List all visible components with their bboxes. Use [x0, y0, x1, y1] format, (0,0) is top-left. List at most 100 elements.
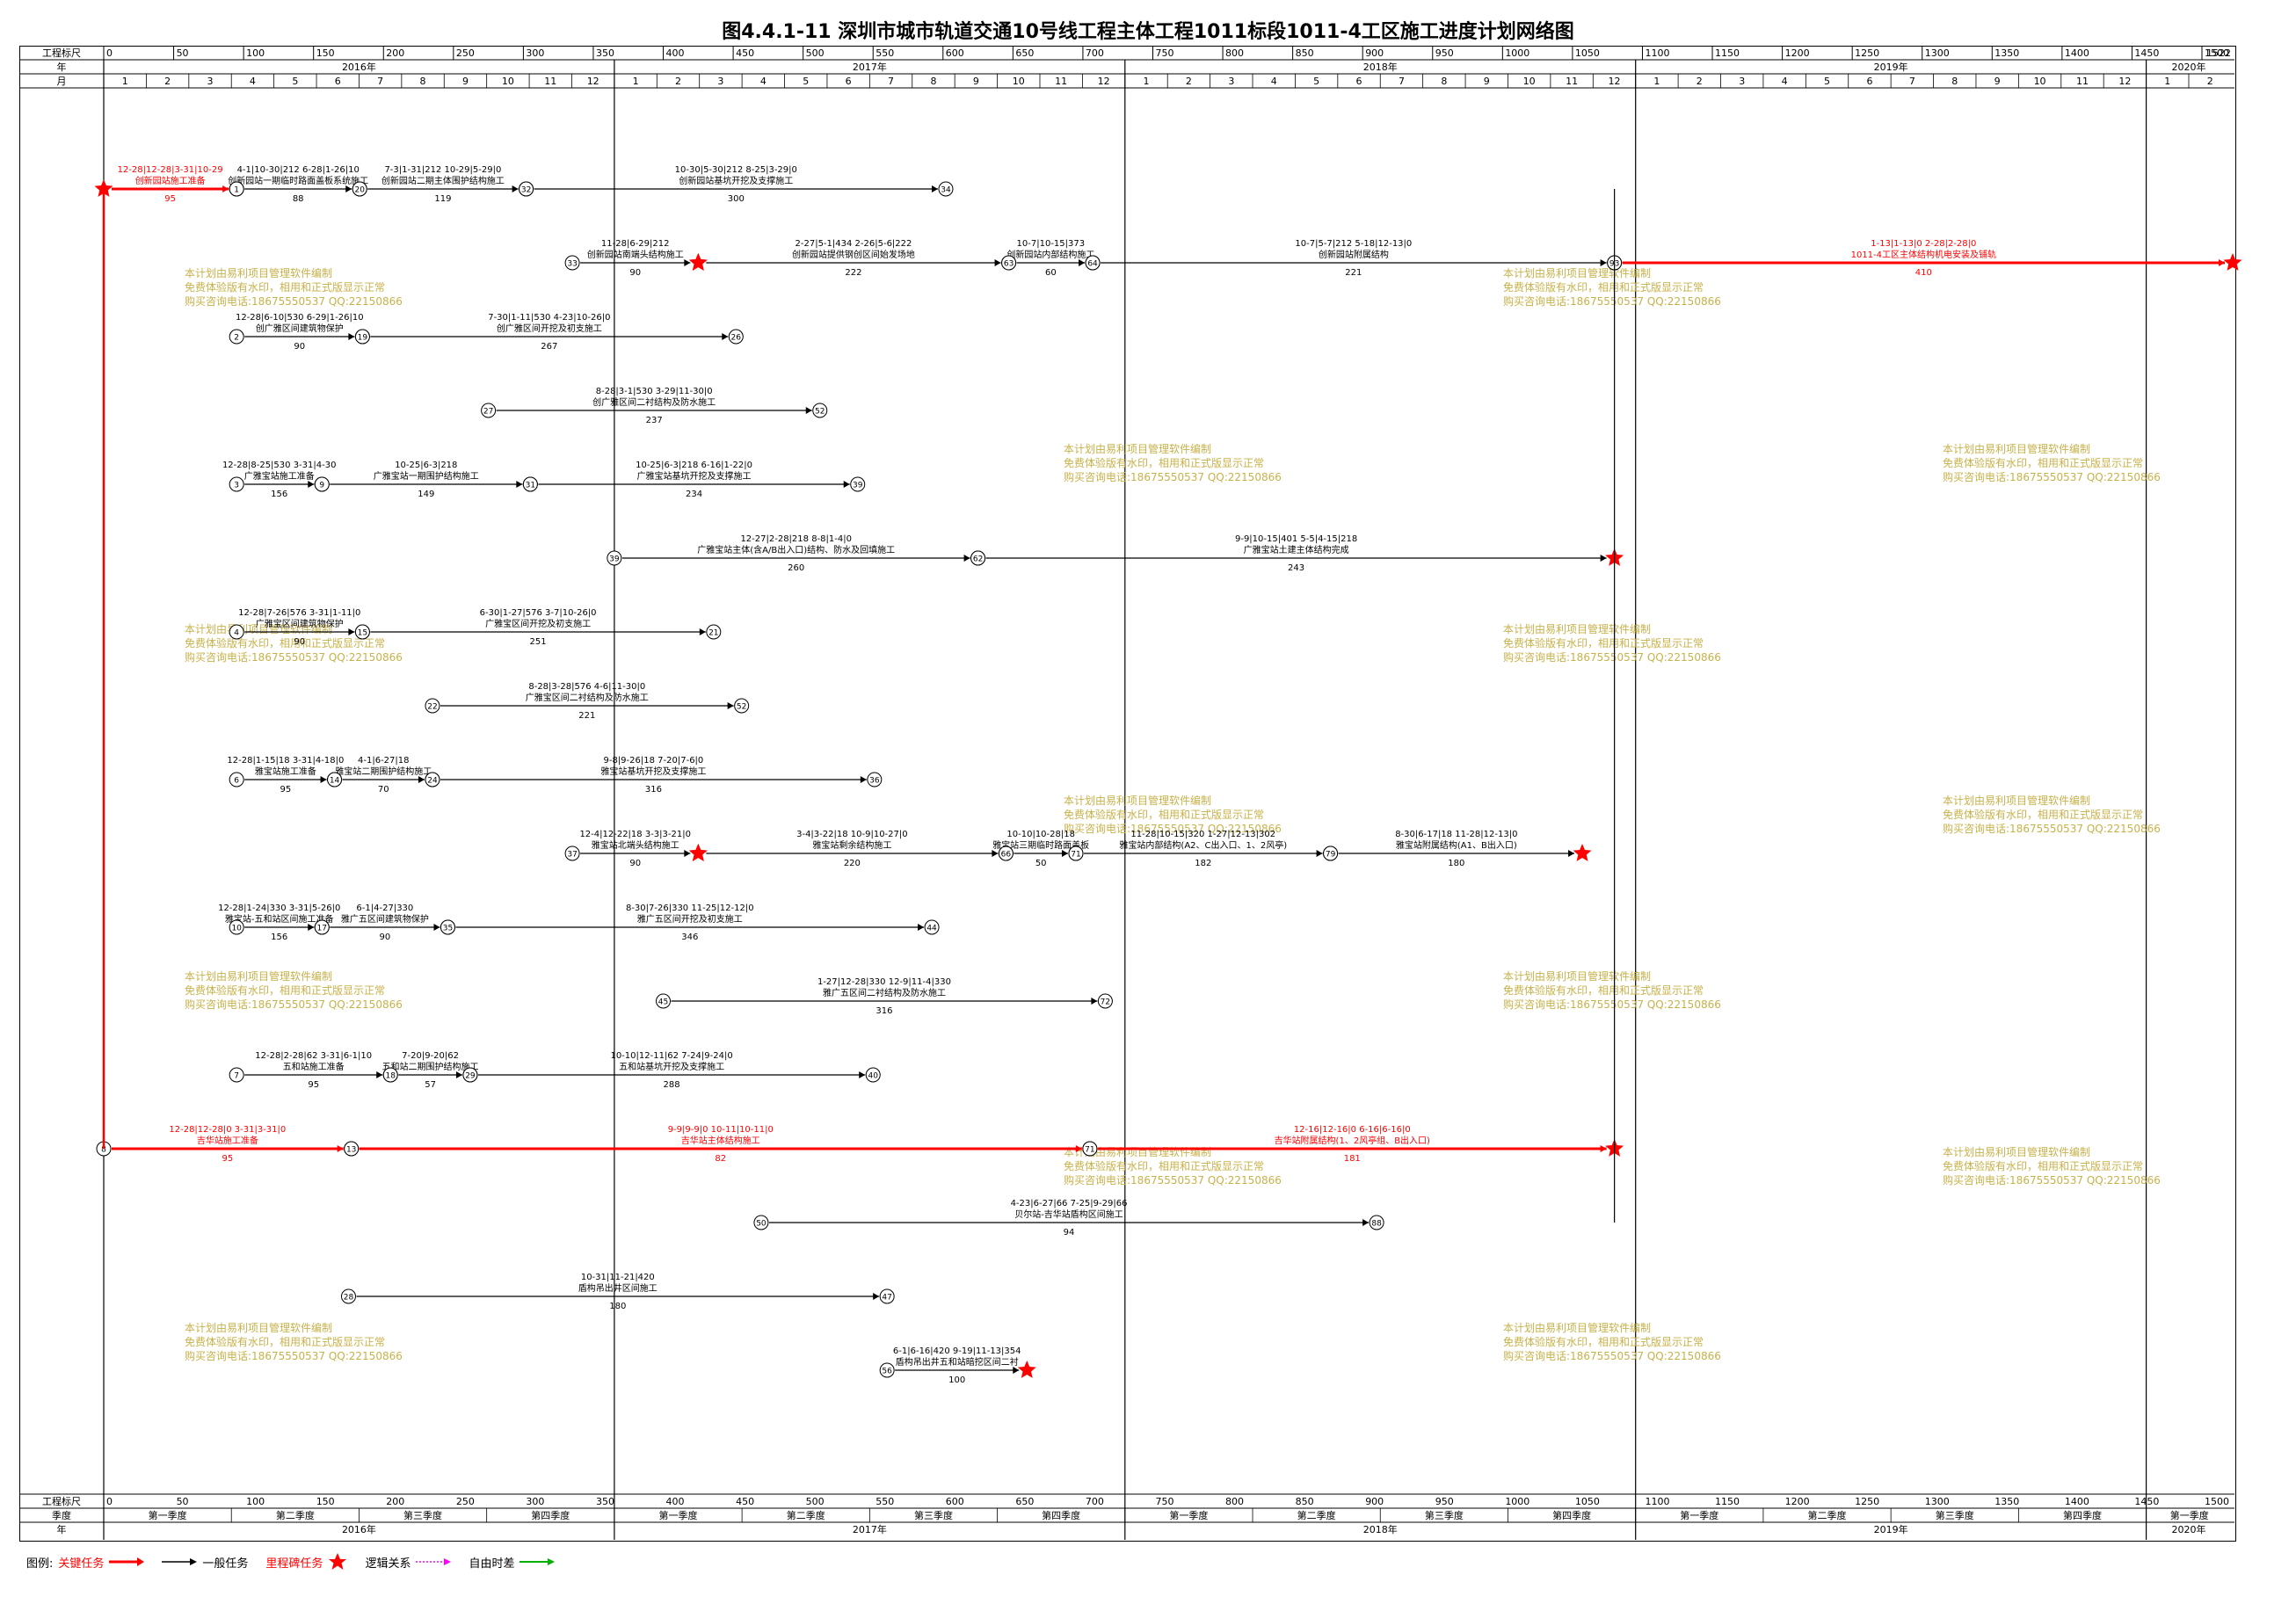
event-node: [354, 329, 370, 345]
watermark-text: 免费体验版有水印，相用和正式版显示正常: [185, 280, 385, 294]
task-duration: 156: [271, 933, 287, 942]
footer-tick-label: 1200: [1785, 1496, 1810, 1507]
task-name: 创新园站内部结构施工: [1006, 249, 1094, 260]
month-label: 10: [2034, 76, 2046, 87]
month-label: 7: [1399, 76, 1405, 87]
task-dates: 12-28|2-28|62 3-31|6-1|10: [255, 1051, 372, 1061]
event-node: [1082, 1141, 1098, 1157]
event-node: [425, 698, 440, 714]
watermark-text: 购买咨询电话:18675550537 QQ:22150866: [1503, 650, 1721, 664]
legend-logic-text: 逻辑关系: [365, 1557, 411, 1571]
footer-year-label: 2019年: [1874, 1523, 1908, 1535]
footer-tick-label: 850: [1296, 1496, 1314, 1507]
task-name: 雅宝站二期围护结构施工: [335, 766, 432, 777]
footer-row-label: 工程标尺: [42, 1495, 81, 1507]
month-label: 11: [2076, 76, 2089, 87]
arrow-head: [1075, 1145, 1082, 1152]
task-duration: 300: [728, 194, 745, 204]
task-dates: 8-28|3-1|530 3-29|11-30|0: [596, 387, 713, 396]
arrow-head: [512, 185, 519, 192]
quarter-label: 第三季度: [1936, 1509, 1974, 1521]
event-node-label: 18: [385, 1072, 396, 1081]
month-label: 12: [1098, 76, 1110, 87]
watermark-text: 免费体验版有水印，相用和正式版显示正常: [1064, 456, 1264, 469]
event-node: [970, 550, 986, 566]
task-duration: 288: [664, 1080, 680, 1090]
month-label: 5: [1313, 76, 1319, 87]
month-label: 1: [2164, 76, 2170, 87]
scale-tick-label: 1150: [1715, 47, 1740, 59]
task-dates: 12-4|12-22|18 3-3|3-21|0: [579, 830, 691, 839]
footer-tick-label: 1000: [1505, 1496, 1529, 1507]
scale-tick-label: 1200: [1785, 47, 1810, 59]
arrow-head: [455, 1071, 462, 1078]
task-duration: 95: [222, 1154, 233, 1164]
arrow-head: [320, 776, 327, 783]
footer-tick-label: 400: [666, 1496, 685, 1507]
month-label: 4: [250, 76, 256, 87]
chart-frame: [19, 46, 2236, 1542]
event-node-label: 44: [926, 925, 937, 933]
event-node-label: 22: [427, 703, 437, 712]
event-node-label: 28: [344, 1294, 354, 1303]
task-dates: 12-16|12-16|0 6-16|6-16|0: [1294, 1125, 1411, 1135]
event-node-label: 52: [737, 703, 746, 712]
task-name: 创广雅区间建筑物保护: [256, 323, 344, 334]
task-dates: 8-30|6-17|18 11-28|12-13|0: [1395, 830, 1517, 839]
event-node: [879, 1288, 895, 1304]
event-node: [519, 181, 534, 197]
event-node-label: 36: [869, 777, 880, 786]
event-node-label: 29: [465, 1072, 476, 1081]
footer-row-label: 季度: [52, 1509, 71, 1521]
event-node: [340, 1288, 356, 1304]
task-duration: 180: [1448, 859, 1464, 868]
scale-tick-label: 350: [596, 47, 614, 59]
event-node-label: 14: [330, 777, 340, 786]
footer-tick-label: 1450: [2134, 1496, 2159, 1507]
event-node: [879, 1362, 895, 1378]
task-dates: 10-25|6-3|218: [395, 461, 457, 470]
task-dates: 10-30|5-30|212 8-25|3-29|0: [675, 165, 797, 175]
event-node: [229, 624, 244, 640]
float-line-icon: [520, 1558, 556, 1565]
footer-tick-label: 0: [106, 1496, 113, 1507]
task-dates: 12-28|8-25|530 3-31|4-30: [222, 461, 337, 470]
task-name: 雅宝站-五和站区间施工准备: [225, 913, 334, 925]
task-name: 雅宝站附属结构(A1、B出入口): [1396, 839, 1517, 851]
event-node-label: 21: [708, 629, 718, 638]
task-duration: 94: [1064, 1228, 1075, 1237]
task-duration: 251: [530, 637, 547, 647]
year-label: 2017年: [853, 61, 887, 73]
event-node-label: 79: [1326, 851, 1336, 860]
task-dates: 12-28|7-26|576 3-31|1-11|0: [238, 608, 360, 618]
scale-tick-label: 1250: [1855, 47, 1879, 59]
event-node-label: 4: [234, 629, 239, 638]
footer-tick-label: 1250: [1855, 1496, 1879, 1507]
footer-tick-label: 800: [1225, 1496, 1244, 1507]
arrow-head: [348, 333, 355, 340]
event-node: [753, 1215, 769, 1230]
task-dates: 7-20|9-20|62: [402, 1051, 459, 1061]
arrow-head: [992, 850, 999, 857]
scale-tick-label: 650: [1015, 47, 1034, 59]
event-node-label: 66: [1001, 851, 1012, 860]
quarter-label: 第一季度: [659, 1509, 698, 1521]
month-label: 12: [587, 76, 599, 87]
footer-tick-label: 200: [386, 1496, 404, 1507]
task-duration: 220: [844, 859, 861, 868]
event-node-label: 71: [1071, 851, 1080, 860]
watermark-text: 免费体验版有水印，相用和正式版显示正常: [185, 983, 385, 997]
task-duration: 95: [280, 785, 292, 795]
event-node-label: 24: [427, 777, 438, 786]
footer-tick-label: 100: [246, 1496, 265, 1507]
event-node: [314, 476, 330, 492]
quarter-label: 第二季度: [1808, 1509, 1847, 1521]
event-node: [229, 181, 244, 197]
event-node-label: 88: [1371, 1220, 1382, 1229]
scale-tick-label: 1000: [1505, 47, 1529, 59]
watermark-text: 购买咨询电话:18675550537 QQ:22150866: [1943, 1173, 2161, 1187]
task-name: 吉华站主体结构施工: [681, 1135, 760, 1146]
event-node-label: 34: [941, 186, 951, 195]
arrow-head: [433, 924, 440, 931]
footer-tick-label: 600: [946, 1496, 964, 1507]
